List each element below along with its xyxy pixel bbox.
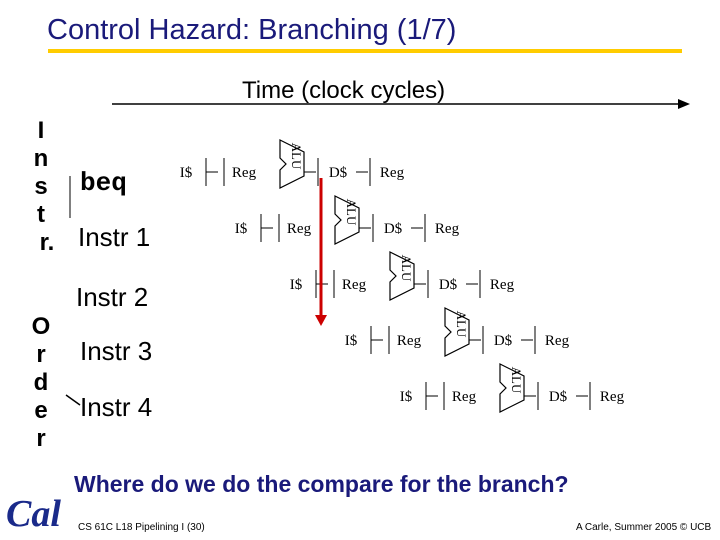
alu-shape [279,139,305,189]
alu-shape [389,251,415,301]
alu-shape [444,307,470,357]
ifetch-label: I$ [180,165,193,181]
ifetch-label: I$ [400,389,413,405]
question-text: Where do we do the compare for the branc… [74,471,569,497]
reg-write-label: Reg [600,389,625,405]
alu-label: ALU [399,255,414,282]
footer-credit: A Carle, Summer 2005 © UCB [576,522,712,533]
alu-shape [499,363,525,413]
cal-logo: Cal [6,493,61,535]
dmem-label: D$ [384,221,403,237]
branch-marker-arrowhead [315,315,327,326]
dmem-label: D$ [329,165,348,181]
alu-label: ALU [509,367,524,394]
reg-read-label: Reg [342,277,367,293]
reg-read-label: Reg [232,165,257,181]
order-label-letter: O [31,313,51,340]
footer-course: CS 61C L18 Pipelining I (30) [78,522,205,533]
title-underline [48,49,682,53]
reg-read-label: Reg [452,389,477,405]
reg-write-label: Reg [545,333,570,349]
reg-read-label: Reg [287,221,312,237]
dmem-label: D$ [439,277,458,293]
ifetch-label: I$ [290,277,303,293]
order-label-letter: t [37,201,45,228]
instr-label-beq: beq [80,168,127,198]
reg-write-label: Reg [490,277,515,293]
order-arrow-guide [70,160,155,218]
instr-label-1: Instr 1 [78,222,151,252]
dmem-label: D$ [549,389,568,405]
cal-logo-text: Cal [6,493,61,535]
alu-shape [334,195,360,245]
reg-write-label: Reg [380,165,405,181]
time-axis-label: Time (clock cycles) [242,77,446,104]
order-label-letter: d [33,369,49,396]
alu-label: ALU [344,199,359,226]
instr-label-3: Instr 3 [80,336,153,366]
instr-label-4: Instr 4 [80,392,153,422]
order-arrow-tip [65,394,81,406]
order-label-letter: r. [39,229,55,256]
instr-label-2: Instr 2 [76,282,149,312]
reg-write-label: Reg [435,221,460,237]
order-label-letter: r [36,341,46,368]
ifetch-label: I$ [345,333,358,349]
order-label-letter: I [37,117,45,144]
order-label-letter: r [36,425,46,452]
ifetch-label: I$ [235,221,248,237]
order-label-letter: e [34,397,48,424]
order-label-letter: s [34,173,48,200]
reg-read-label: Reg [397,333,422,349]
time-axis-arrowhead [678,99,690,109]
alu-label: ALU [454,311,469,338]
order-label-letter: n [33,145,49,172]
dmem-label: D$ [494,333,513,349]
alu-label: ALU [289,143,304,170]
slide-title: Control Hazard: Branching (1/7) [47,14,457,46]
